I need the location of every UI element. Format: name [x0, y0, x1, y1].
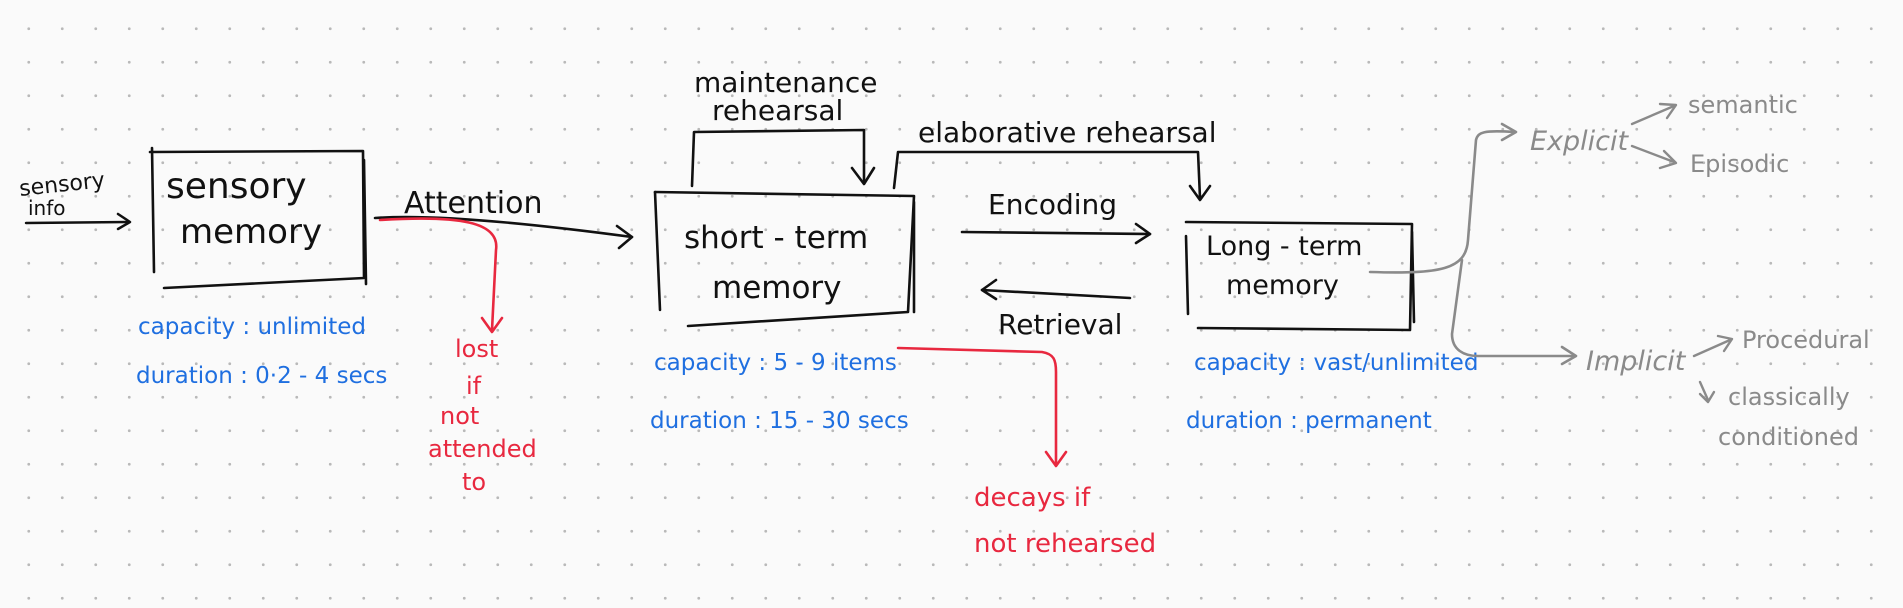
explicit-label: Explicit [1530, 126, 1630, 157]
short-term-memory-title-line1: short - term [684, 220, 868, 256]
implicit-child-conditioned: conditioned [1718, 423, 1859, 451]
attention-arrow [373, 215, 634, 250]
lost-label-line2: if [466, 372, 482, 400]
lost-label-line1: lost [455, 335, 498, 363]
sensory-memory-box [148, 146, 368, 290]
long-term-branch-lines [1368, 122, 1578, 366]
sensory-info-label-line2: info [28, 196, 66, 220]
long-term-memory-box [1184, 220, 1416, 332]
decays-label-line2: not rehearsed [974, 529, 1156, 559]
lost-label-line3: not [440, 402, 479, 430]
explicit-child-semantic: semantic [1688, 91, 1798, 119]
explicit-child-episodic: Episodic [1690, 150, 1789, 178]
lost-branch-arrow [378, 217, 504, 334]
lost-label-line4: attended [428, 435, 537, 463]
encoding-label: Encoding [988, 188, 1117, 221]
long-term-memory-title-line2: memory [1226, 270, 1339, 301]
short-term-memory-title-line2: memory [712, 270, 842, 306]
long-term-memory-title-line1: Long - term [1206, 231, 1362, 262]
implicit-label: Implicit [1586, 346, 1687, 377]
decays-label-line1: decays if [974, 483, 1091, 513]
attention-label: Attention [404, 186, 542, 221]
sensory-duration: duration : 0·2 - 4 secs [136, 363, 387, 389]
encoding-arrow [960, 222, 1152, 245]
long-term-duration: duration : permanent [1186, 408, 1432, 434]
short-term-duration: duration : 15 - 30 secs [650, 408, 909, 434]
long-term-capacity: capacity : vast/unlimited [1194, 350, 1478, 376]
explicit-child-arrows [1630, 102, 1678, 170]
elaborative-rehearsal-arrow [892, 150, 1212, 202]
sensory-memory-title-line2: memory [180, 212, 322, 252]
short-term-memory-box [653, 190, 916, 328]
sensory-input-arrow [24, 212, 132, 231]
retrieval-arrow [980, 278, 1132, 301]
retrieval-label: Retrieval [998, 308, 1122, 341]
lost-label-line5: to [462, 468, 486, 496]
sensory-memory-title-line1: sensory [166, 166, 307, 207]
elaborative-rehearsal-label: elaborative rehearsal [918, 116, 1216, 149]
sensory-capacity: capacity : unlimited [138, 314, 366, 340]
short-term-capacity: capacity : 5 - 9 items [654, 350, 897, 376]
implicit-child-arrows [1692, 334, 1734, 404]
implicit-child-classically: classically [1728, 383, 1850, 411]
maintenance-rehearsal-arrow [690, 128, 876, 188]
maintenance-rehearsal-label-line2: rehearsal [712, 94, 843, 127]
decays-branch-arrow [896, 346, 1068, 468]
implicit-child-procedural: Procedural [1742, 326, 1870, 354]
maintenance-rehearsal-label-line1: maintenance [694, 66, 877, 99]
